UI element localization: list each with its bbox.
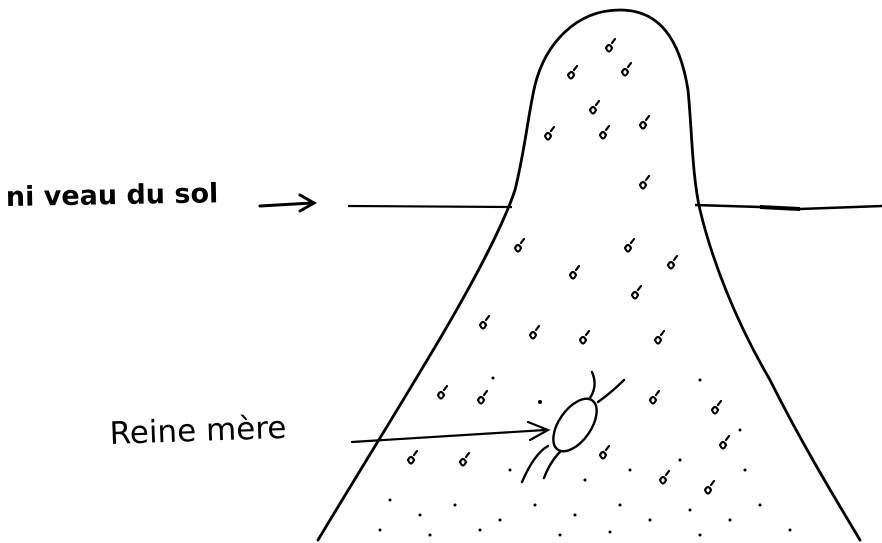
ground-level-arrow: [260, 195, 314, 211]
queen-arrow: [352, 422, 548, 442]
mound-specks: [379, 377, 792, 537]
ground-line-left: [348, 206, 512, 207]
queen-label: Reine mère: [109, 410, 287, 452]
ground-line-thick: [760, 207, 800, 209]
mound-outline: [318, 10, 860, 540]
ground-level-label: ni veau du sol: [6, 178, 219, 213]
termite-marks: [408, 39, 729, 494]
queen-termite: [522, 372, 624, 482]
